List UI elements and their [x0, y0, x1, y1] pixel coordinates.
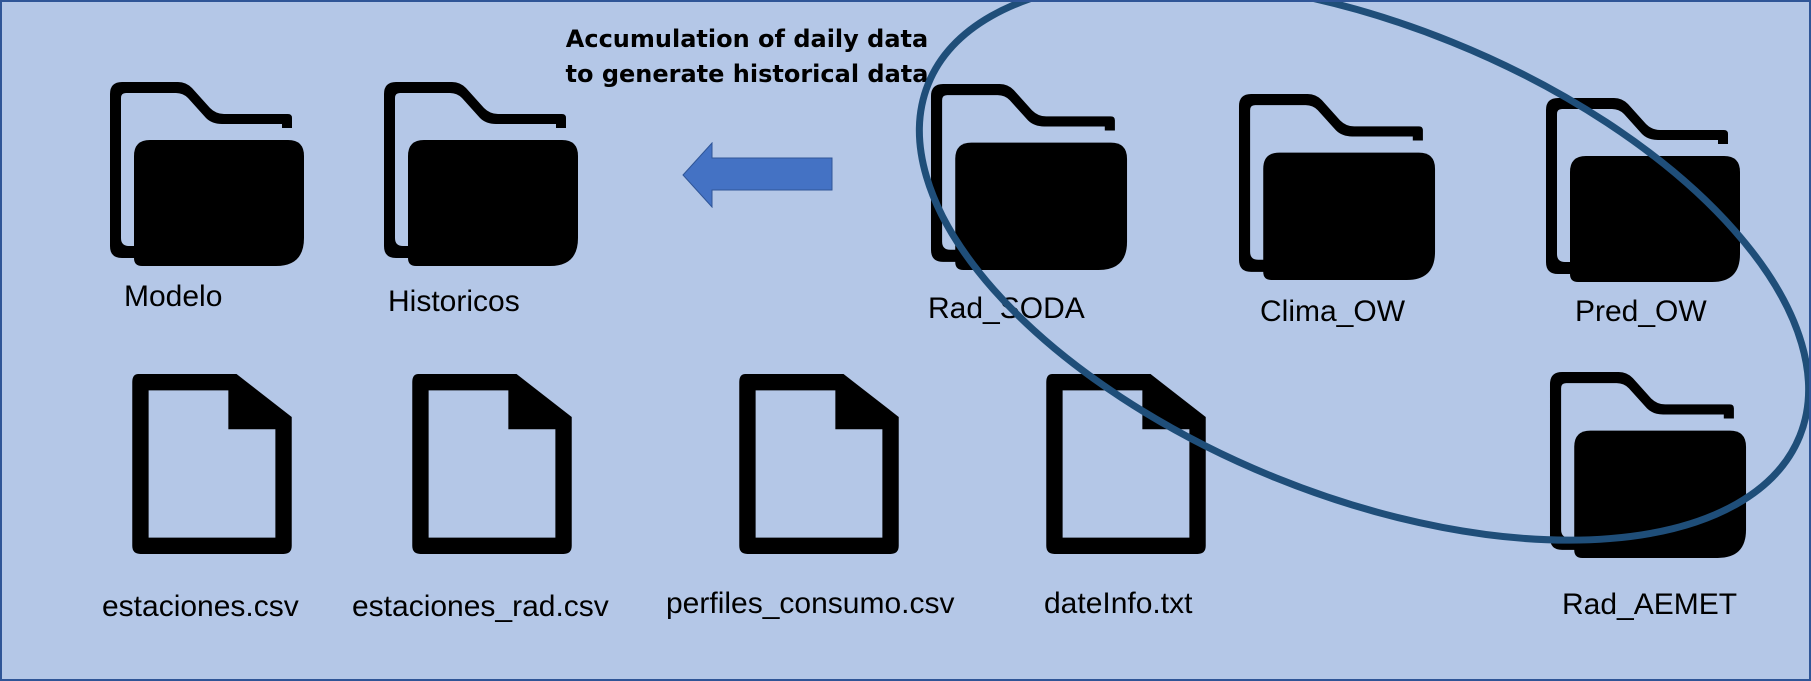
file-label-estaciones-rad: estaciones_rad.csv	[352, 590, 609, 623]
file-label-perfiles-consumo: perfiles_consumo.csv	[666, 587, 955, 620]
folder-label-pred-ow: Pred_OW	[1575, 295, 1707, 328]
left-arrow-icon	[682, 142, 833, 208]
folder-icon[interactable]	[1544, 368, 1750, 560]
folder-icon[interactable]	[378, 78, 582, 268]
folder-label-historicos: Historicos	[388, 285, 520, 318]
annotation-line-1: Accumulation of daily data	[565, 25, 929, 53]
file-label-estaciones: estaciones.csv	[102, 590, 299, 623]
file-icon[interactable]	[406, 372, 578, 556]
file-icon[interactable]	[734, 372, 904, 556]
folder-icon[interactable]	[1540, 94, 1744, 284]
file-label-dateinfo: dateInfo.txt	[1044, 587, 1193, 620]
file-icon[interactable]	[1040, 372, 1212, 556]
folder-label-rad-aemet: Rad_AEMET	[1562, 588, 1738, 621]
folder-label-modelo: Modelo	[124, 280, 223, 313]
annotation-line-2: to generate historical data	[565, 60, 929, 88]
folder-icon[interactable]	[926, 80, 1130, 272]
file-icon[interactable]	[128, 372, 296, 556]
folder-icon[interactable]	[1234, 90, 1438, 282]
folder-label-clima-ow: Clima_OW	[1260, 295, 1406, 328]
folder-icon[interactable]	[104, 78, 308, 268]
folder-label-rad-soda: Rad_SODA	[928, 292, 1085, 325]
accumulation-annotation: Accumulation of daily data to generate h…	[562, 22, 932, 92]
